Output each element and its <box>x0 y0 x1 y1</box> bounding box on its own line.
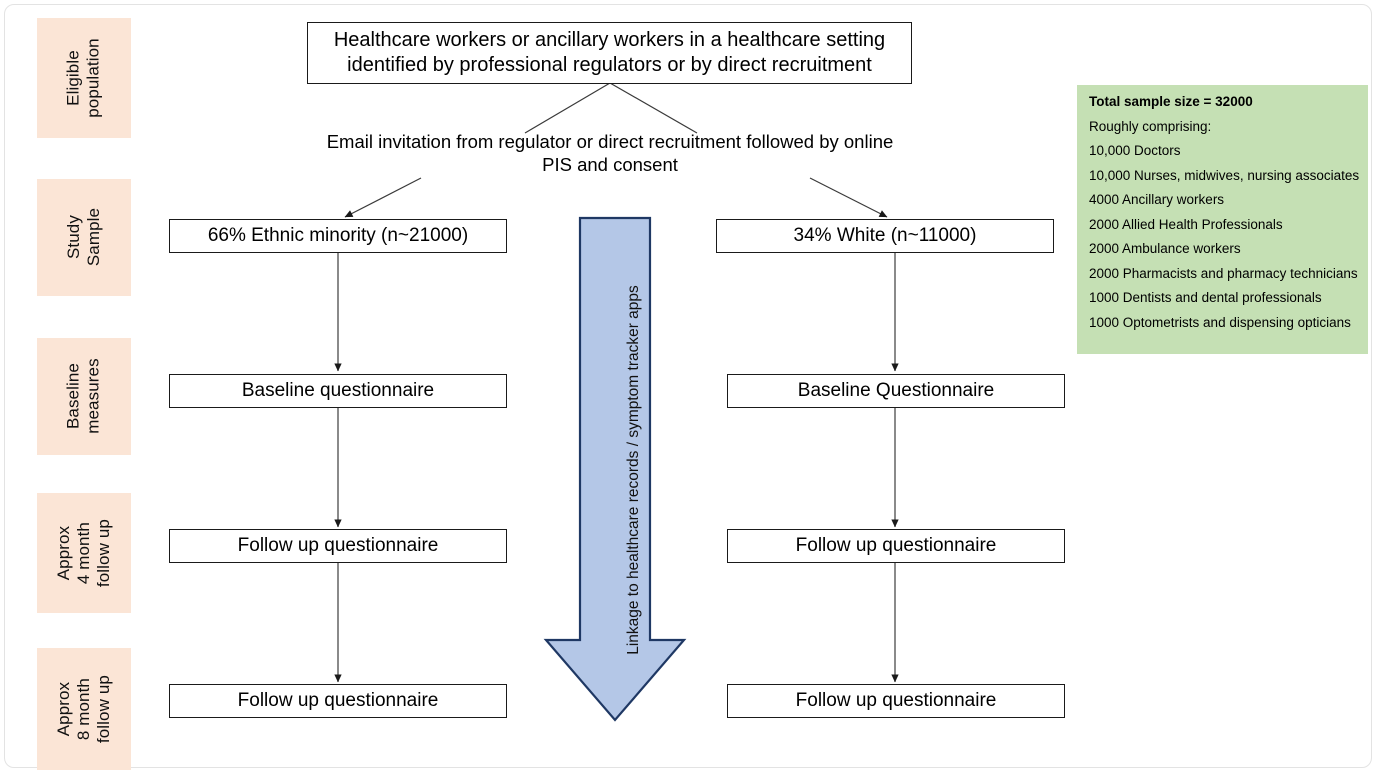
stage-label-text: Baseline measures <box>63 358 103 435</box>
node-recruitment-caption-text: Email invitation from regulator or direc… <box>326 131 894 176</box>
sample-composition-line: 2000 Allied Health Professionals <box>1089 216 1283 232</box>
node-followup4-right-text: Follow up questionnaire <box>795 534 997 556</box>
stage-label-text: Study Sample <box>63 208 103 267</box>
node-followup4-right: Follow up questionnaire <box>727 529 1065 563</box>
stage-label-baseline-measures: Baseline measures <box>37 338 131 455</box>
node-ethnic-minority-arm: 66% Ethnic minority (n~21000) <box>169 219 507 253</box>
node-followup8-left: Follow up questionnaire <box>169 684 507 718</box>
stage-label-eligible-population: Eligible population <box>37 18 131 138</box>
stage-label-approx-4-month-follow-up: Approx 4 month follow up <box>37 493 131 613</box>
stage-label-study-sample: Study Sample <box>37 179 131 296</box>
stage-label-text: Approx 8 month follow up <box>53 674 114 743</box>
node-followup8-right-text: Follow up questionnaire <box>795 689 997 711</box>
node-white-arm-text: 34% White (n~11000) <box>793 224 977 246</box>
stage-label-text: Approx 4 month follow up <box>53 518 114 587</box>
sample-composition-line: 2000 Ambulance workers <box>1089 241 1241 256</box>
node-followup8-left-text: Follow up questionnaire <box>237 689 439 711</box>
stage-label-approx-8-month-follow-up: Approx 8 month follow up <box>37 648 131 770</box>
sample-composition-line: Total sample size = 32000 <box>1089 94 1253 109</box>
sample-composition-line: 1000 Optometrists and dispensing opticia… <box>1089 314 1351 330</box>
node-eligible-population: Healthcare workers or ancillary workers … <box>307 22 912 84</box>
node-baseline-left: Baseline questionnaire <box>169 374 507 408</box>
node-recruitment-caption: Email invitation from regulator or direc… <box>310 130 910 176</box>
node-followup4-left-text: Follow up questionnaire <box>237 534 439 556</box>
sample-composition-line: 2000 Pharmacists and pharmacy technician… <box>1089 265 1358 281</box>
sample-composition-line: Roughly comprising: <box>1089 118 1212 134</box>
node-white-arm: 34% White (n~11000) <box>716 219 1054 253</box>
node-baseline-right: Baseline Questionnaire <box>727 374 1065 408</box>
sample-composition-line: 10,000 Nurses, midwives, nursing associa… <box>1089 167 1360 183</box>
sample-composition-line: 4000 Ancillary workers <box>1089 192 1225 207</box>
sample-composition-line: 1000 Dentists and dental professionals <box>1089 290 1322 305</box>
node-followup8-right: Follow up questionnaire <box>727 684 1065 718</box>
linkage-arrow-shape <box>540 214 692 726</box>
sample-composition-line: 10,000 Doctors <box>1089 143 1181 158</box>
node-ethnic-minority-arm-text: 66% Ethnic minority (n~21000) <box>207 224 469 246</box>
node-baseline-left-text: Baseline questionnaire <box>241 379 435 401</box>
node-eligible-population-text: Healthcare workers or ancillary workers … <box>333 29 886 76</box>
stage-label-text: Eligible population <box>63 38 103 118</box>
node-followup4-left: Follow up questionnaire <box>169 529 507 563</box>
node-baseline-right-text: Baseline Questionnaire <box>797 379 995 401</box>
